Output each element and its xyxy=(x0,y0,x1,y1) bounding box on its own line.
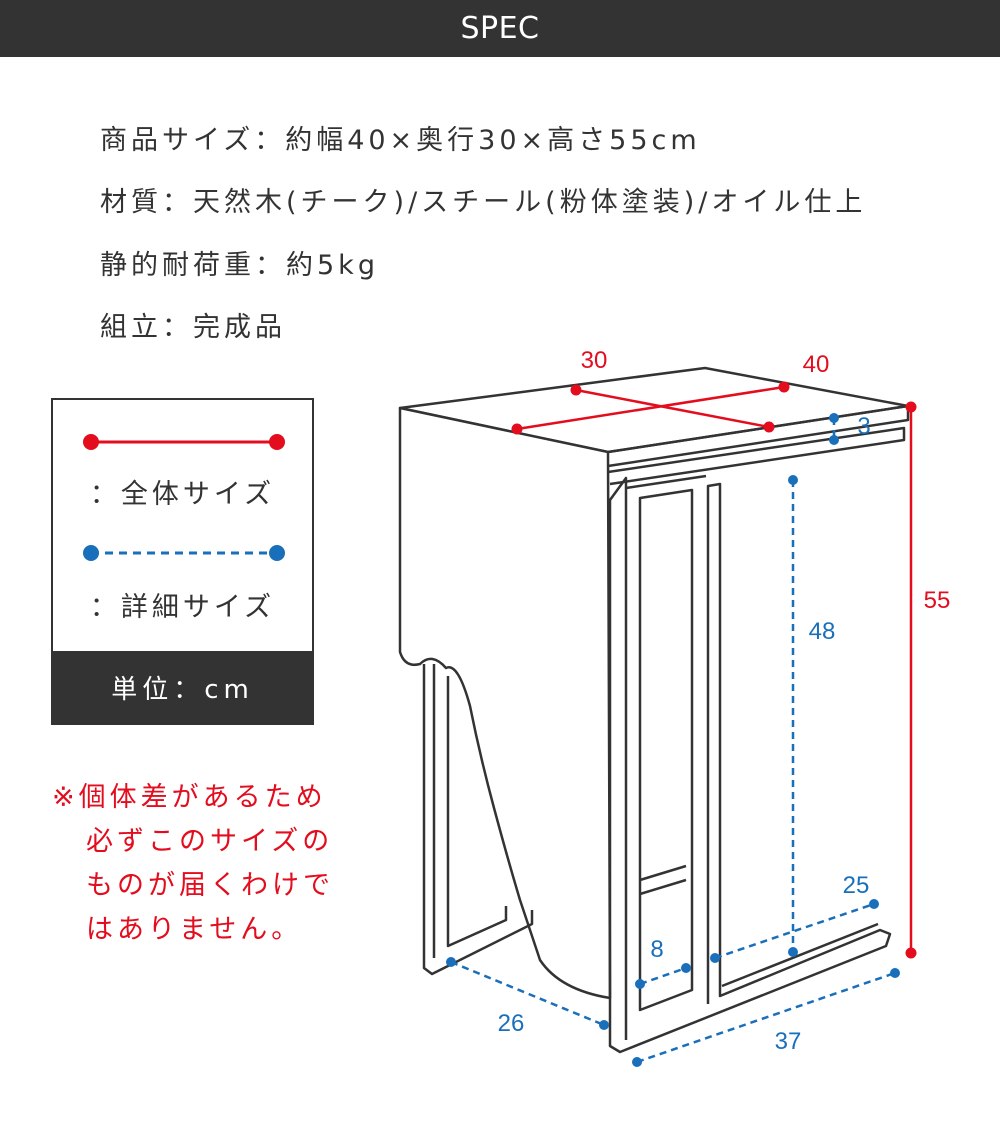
page-header: SPEC xyxy=(0,0,1000,57)
label-inner-height: 48 xyxy=(809,618,836,645)
spec-assembly: 組立：完成品 xyxy=(100,312,286,343)
unit-label: 単位：cm xyxy=(53,651,312,723)
label-top-width: 40 xyxy=(803,351,830,378)
note-line: ものが届くわけで xyxy=(86,870,334,901)
detail-dimension-lines xyxy=(446,413,900,1067)
page-title: SPEC xyxy=(460,11,540,46)
dimension-labels: 30 40 3 55 48 25 8 26 37 xyxy=(498,347,951,1055)
disclaimer-note: ※個体差があるため 必ずこのサイズの ものが届くわけで はありません。 xyxy=(52,776,352,952)
detail-size-line-icon xyxy=(83,545,285,561)
spec-material: 材質：天然木(チーク)/スチール(粉体塗装)/オイル仕上 xyxy=(100,187,867,218)
label-top-depth: 30 xyxy=(581,347,608,374)
spec-size: 商品サイズ：約幅40×奥行30×高さ55cm xyxy=(100,125,701,156)
spec-load: 静的耐荷重：約5kg xyxy=(100,250,379,281)
overall-size-line-icon xyxy=(83,434,285,450)
note-line: はありません。 xyxy=(86,914,303,945)
label-inner-width: 8 xyxy=(650,936,663,963)
overall-size-label: ：全体サイズ xyxy=(89,479,276,510)
product-diagram: 30 40 3 55 48 25 8 26 37 xyxy=(398,347,951,1067)
label-height: 55 xyxy=(924,587,951,614)
label-base-left: 26 xyxy=(498,1010,525,1037)
label-base-right: 37 xyxy=(775,1028,802,1055)
legend: ：全体サイズ ：詳細サイズ 単位：cm xyxy=(51,398,314,725)
note-line: ※個体差があるため xyxy=(52,782,327,813)
overall-dimension-lines xyxy=(511,381,917,959)
note-line: 必ずこのサイズの xyxy=(86,826,334,857)
detail-size-label: ：詳細サイズ xyxy=(89,592,276,623)
label-top-thickness: 3 xyxy=(857,413,870,440)
label-rail-depth: 25 xyxy=(843,872,870,899)
